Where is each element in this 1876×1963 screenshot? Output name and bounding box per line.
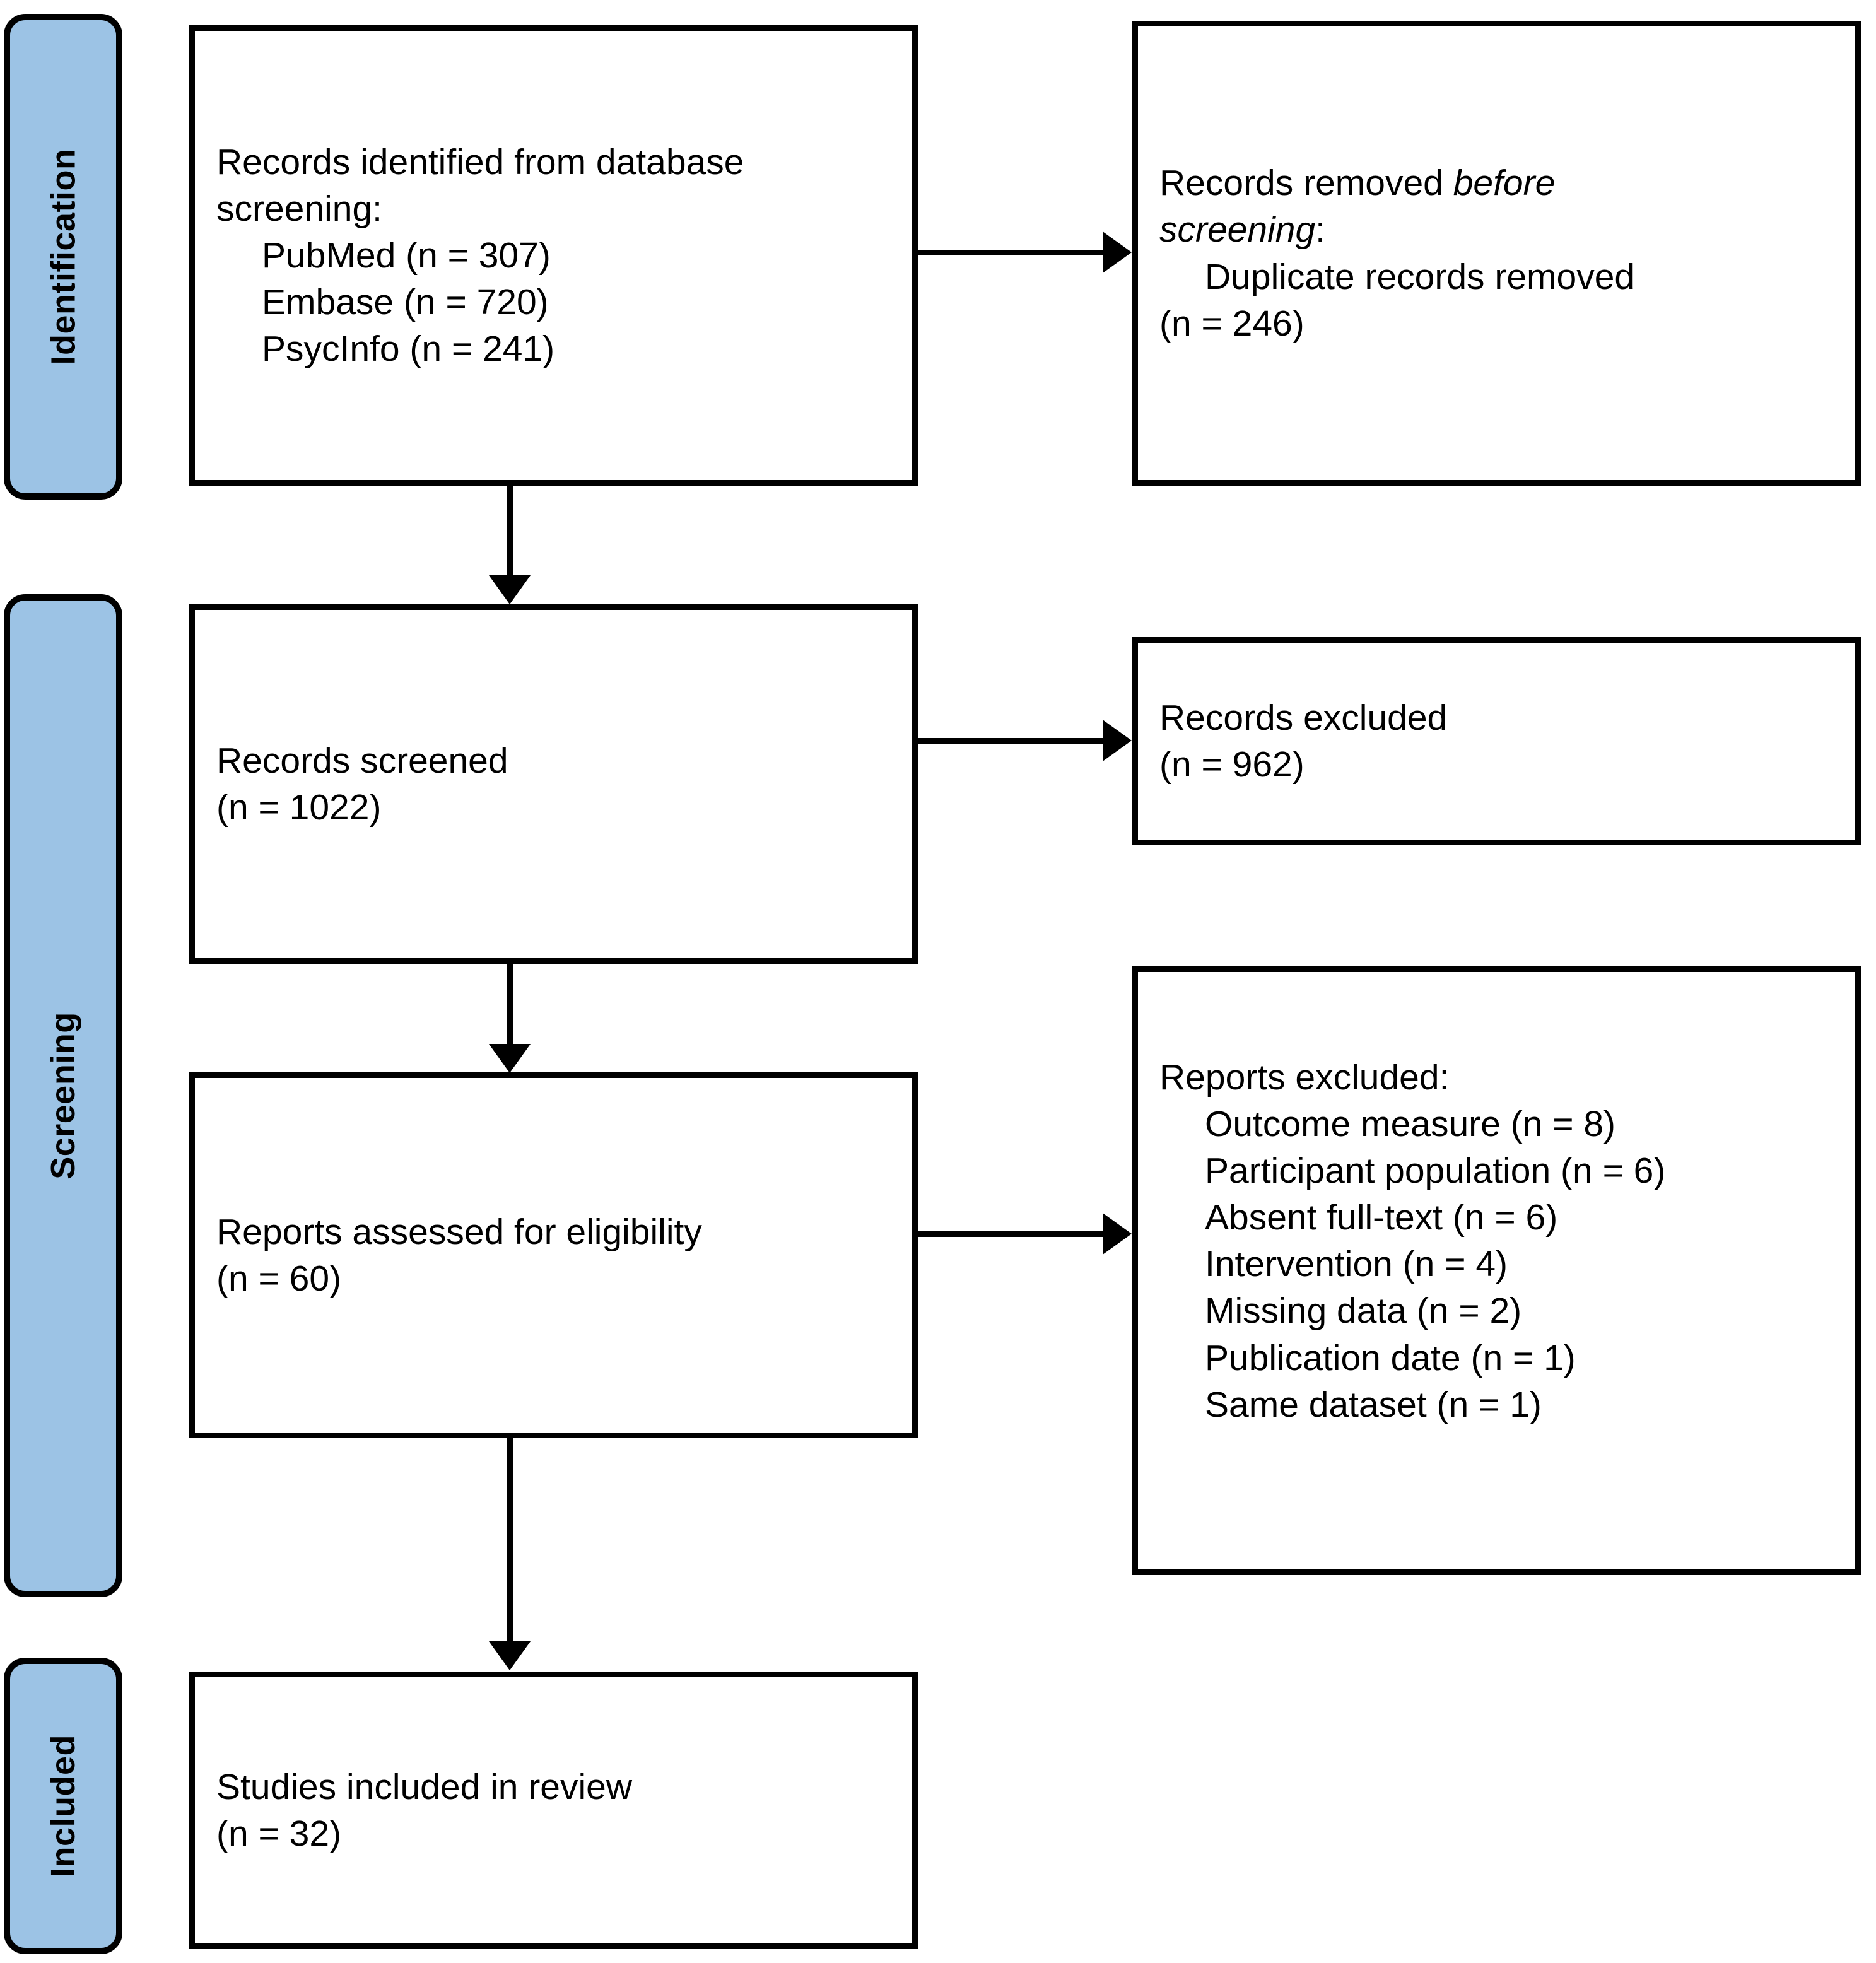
records-removed-line2-emphasis: screening (1159, 209, 1316, 250)
records-removed-item-duplicates-count: (n = 246) (1159, 303, 1304, 344)
connector-identified-to-screened (507, 486, 513, 577)
arrow-screened-to-excluded (1103, 720, 1132, 761)
studies-included-line2: (n = 32) (216, 1814, 342, 1854)
records-removed-line1-text: Records removed (1159, 163, 1453, 204)
reports-excluded-reason-missing-data: Missing data (n = 2) (1205, 1291, 1522, 1332)
arrow-assessed-to-reports-excluded (1103, 1213, 1132, 1255)
stage-included: Included (4, 1658, 122, 1954)
reports-assessed-line1: Reports assessed for eligibility (216, 1211, 702, 1252)
records-identified-line1: Records identified from database (216, 141, 744, 182)
reports-excluded-heading: Reports excluded: (1159, 1057, 1450, 1098)
connector-screened-to-assessed (507, 964, 513, 1046)
box-studies-included: Studies included in review (n = 32) (189, 1672, 918, 1949)
records-excluded-line2: (n = 962) (1159, 744, 1304, 785)
reports-excluded-reason-publication-date: Publication date (n = 1) (1205, 1337, 1576, 1378)
reports-excluded-reason-outcome-measure: Outcome measure (n = 8) (1205, 1104, 1616, 1145)
records-screened-line1: Records screened (216, 740, 508, 781)
box-records-identified: Records identified from database screeni… (189, 25, 918, 486)
arrow-identified-to-screened (489, 575, 531, 604)
arrow-assessed-to-included (489, 1641, 531, 1670)
reports-excluded-reason-absent-full-text: Absent full-text (n = 6) (1205, 1197, 1558, 1238)
arrow-screened-to-assessed (489, 1044, 531, 1073)
stage-identification: Identification (4, 14, 122, 500)
stage-screening: Screening (4, 594, 122, 1597)
arrow-identified-to-removed (1103, 231, 1132, 273)
connector-assessed-to-reports-excluded (918, 1231, 1104, 1237)
stage-included-label: Included (44, 1734, 83, 1878)
connector-screened-to-excluded (918, 738, 1104, 744)
records-identified-line2: screening: (216, 188, 382, 229)
stage-identification-label: Identification (44, 148, 82, 365)
records-removed-line1-emphasis: before (1453, 163, 1556, 204)
records-removed-line2-colon: : (1315, 209, 1325, 250)
connector-assessed-to-included (507, 1438, 513, 1643)
records-identified-source-embase: Embase (n = 720) (262, 282, 549, 323)
records-removed-item-duplicates: Duplicate records removed (1205, 256, 1635, 297)
box-records-removed-before-screening: Records removed before screening: Duplic… (1132, 21, 1861, 486)
stage-screening-label: Screening (44, 1012, 82, 1180)
records-identified-source-pubmed: PubMed (n = 307) (262, 235, 551, 276)
box-reports-excluded: Reports excluded: Outcome measure (n = 8… (1132, 966, 1861, 1575)
box-records-excluded: Records excluded (n = 962) (1132, 637, 1861, 845)
studies-included-line1: Studies included in review (216, 1766, 633, 1807)
records-screened-line2: (n = 1022) (216, 787, 382, 828)
reports-excluded-reason-intervention: Intervention (n = 4) (1205, 1244, 1508, 1285)
records-removed-line2: screening: (1159, 206, 1834, 253)
records-identified-source-psycinfo: PsycInfo (n = 241) (262, 329, 555, 370)
records-removed-line1: Records removed before (1159, 160, 1834, 206)
connector-identified-to-removed (918, 250, 1104, 255)
records-excluded-line1: Records excluded (1159, 697, 1448, 738)
box-reports-assessed: Reports assessed for eligibility (n = 60… (189, 1072, 918, 1438)
reports-assessed-line2: (n = 60) (216, 1258, 342, 1299)
reports-excluded-reason-participant-population: Participant population (n = 6) (1205, 1151, 1666, 1192)
reports-excluded-reason-same-dataset: Same dataset (n = 1) (1205, 1384, 1542, 1425)
box-records-screened: Records screened (n = 1022) (189, 604, 918, 964)
